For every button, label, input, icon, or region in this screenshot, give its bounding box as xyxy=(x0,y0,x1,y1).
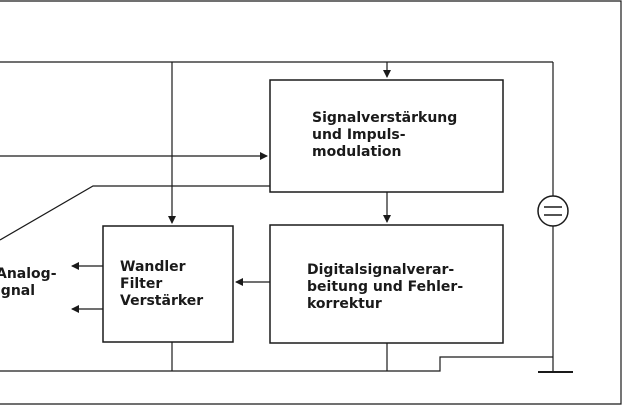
converter-line-3: Verstärker xyxy=(120,293,204,309)
digital-processing-label: Digitalsignalverar- beitung und Fehler- … xyxy=(307,262,463,313)
signal-amplification-line-3: modulation xyxy=(312,144,402,160)
digital-processing-line-1: Digitalsignalverar- xyxy=(307,262,455,278)
feedback-line xyxy=(0,185,270,241)
ground-bus xyxy=(0,356,553,372)
converter-label: Wandler Filter Verstärker xyxy=(120,259,203,310)
digital-processing-line-3: korrektur xyxy=(307,296,382,312)
block-converter xyxy=(102,225,234,343)
analog-output-line-1: Analog- xyxy=(0,266,57,282)
block-signal-amplification xyxy=(269,79,504,193)
block-digital-processing xyxy=(269,224,504,344)
converter-line-2: Filter xyxy=(120,276,163,292)
signal-amplification-line-2: und Impuls- xyxy=(312,127,406,143)
analog-output-label: Analog- ignal xyxy=(0,266,57,300)
signal-amplification-line-1: Signalverstärkung xyxy=(312,110,458,126)
signal-amplification-label: Signalverstärkung und Impuls- modulation xyxy=(312,110,457,161)
dc-power-supply-icon xyxy=(537,195,569,227)
digital-processing-line-2: beitung und Fehler- xyxy=(307,279,464,295)
frame-border xyxy=(0,0,622,405)
analog-output-line-2: ignal xyxy=(0,283,36,299)
converter-line-1: Wandler xyxy=(120,259,186,275)
